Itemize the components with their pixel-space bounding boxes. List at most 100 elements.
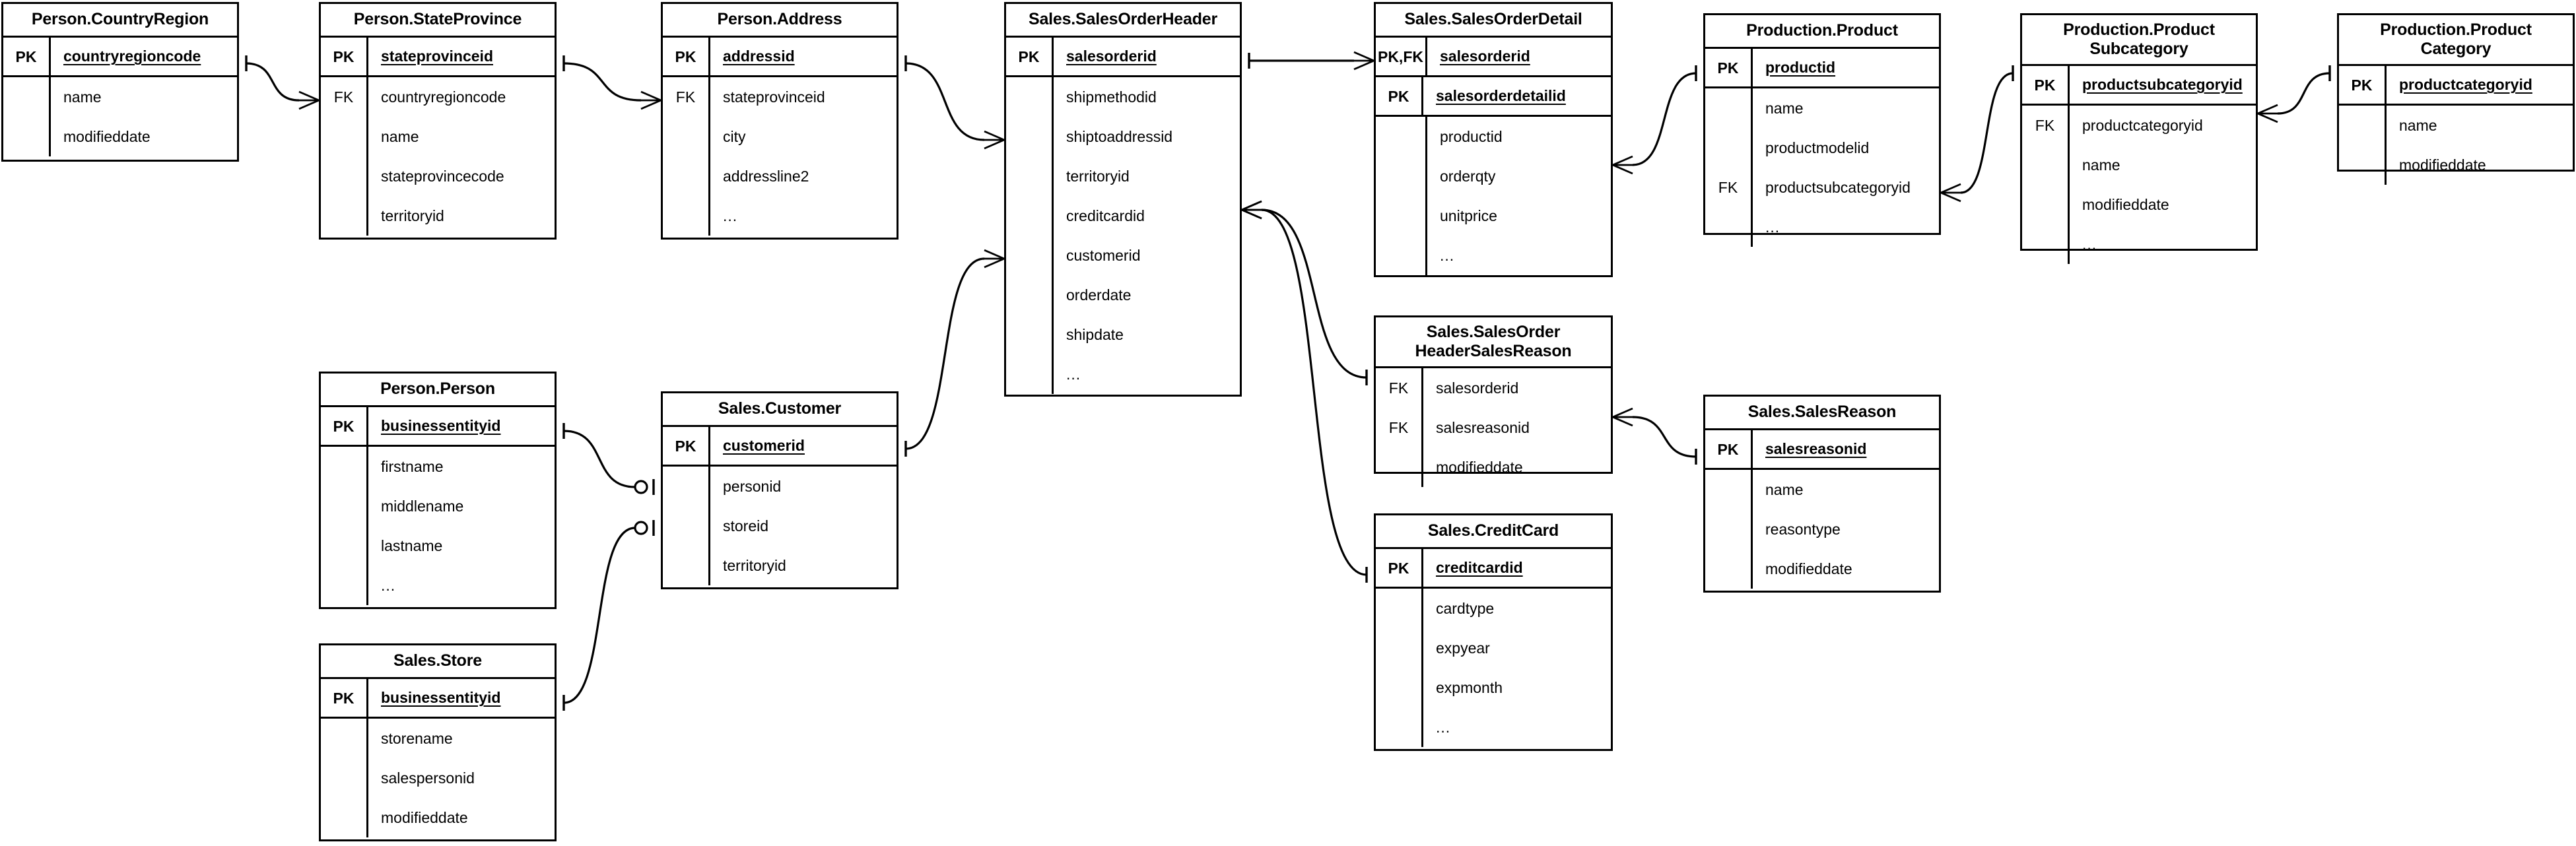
attribute-row[interactable]: shipdate — [1006, 315, 1240, 354]
attribute-row[interactable]: modifieddate — [1376, 447, 1611, 487]
column-name: businessentityid — [381, 417, 501, 434]
attribute-row[interactable]: ... — [1705, 207, 1939, 247]
attribute-row[interactable]: addressline2 — [663, 156, 897, 196]
attribute-row[interactable]: territoryid — [321, 196, 555, 236]
column-name: storename — [381, 729, 453, 747]
attribute-row[interactable]: storeid — [663, 506, 897, 546]
column-name: middlename — [381, 497, 464, 515]
attribute-row[interactable]: modifieddate — [3, 117, 237, 156]
attribute-row[interactable]: cardtype — [1376, 589, 1611, 628]
attribute-row[interactable]: expmonth — [1376, 668, 1611, 707]
attribute-row[interactable]: modifieddate — [2022, 185, 2256, 224]
attribute-row[interactable]: stateprovincecode — [321, 156, 555, 196]
attribute-row[interactable]: orderdate — [1006, 275, 1240, 315]
attribute-row[interactable]: creditcardid — [1006, 196, 1240, 236]
column-name: addressline2 — [723, 167, 809, 185]
attribute-row[interactable]: modifieddate — [1705, 549, 1939, 589]
attribute-row[interactable]: name — [3, 77, 237, 117]
key-badge — [1376, 589, 1423, 628]
attribute-row[interactable]: city — [663, 117, 897, 156]
key-badge — [1705, 470, 1753, 509]
attribute-row[interactable]: ... — [1006, 354, 1240, 394]
attribute-row[interactable]: shiptoaddressid — [1006, 117, 1240, 156]
attribute-row[interactable]: name — [321, 117, 555, 156]
entity-title-person-person: Person.Person — [321, 374, 555, 407]
attribute-row[interactable]: productmodelid — [1705, 128, 1939, 168]
attribute-row[interactable]: orderqty — [1376, 156, 1611, 196]
key-badge — [321, 156, 368, 196]
attribute-row[interactable]: ... — [1376, 236, 1611, 275]
attribute-row[interactable]: territoryid — [663, 546, 897, 585]
attribute-row[interactable]: ... — [1376, 707, 1611, 747]
column-name: salesorderid — [1440, 48, 1530, 65]
column-name: modifieddate — [1765, 560, 1852, 577]
column-name: modifieddate — [2082, 195, 2169, 213]
attribute-row[interactable]: lastname — [321, 526, 555, 566]
attribute-row[interactable]: shipmethodid — [1006, 77, 1240, 117]
attribute-row[interactable]: modifieddate — [2339, 145, 2573, 185]
attribute-row[interactable]: name — [2339, 106, 2573, 145]
attribute-row[interactable]: salespersonid — [321, 758, 555, 798]
key-badge — [1006, 156, 1054, 196]
attribute-row[interactable]: name — [1705, 470, 1939, 509]
attribute-row[interactable]: ... — [663, 196, 897, 236]
key-badge: PK — [321, 38, 368, 75]
attribute-row[interactable]: ... — [321, 566, 555, 605]
attribute-row[interactable]: reasontype — [1705, 509, 1939, 549]
key-badge — [663, 117, 710, 156]
attribute-row[interactable]: firstname — [321, 447, 555, 486]
attribute-row[interactable]: unitprice — [1376, 196, 1611, 236]
attribute-row[interactable]: modifieddate — [321, 798, 555, 837]
key-badge — [663, 156, 710, 196]
key-badge — [2022, 224, 2070, 264]
attribute-row[interactable]: customerid — [1006, 236, 1240, 275]
attribute-row[interactable]: middlename — [321, 486, 555, 526]
attribute-row[interactable]: productid — [1376, 117, 1611, 156]
attribute-row[interactable]: territoryid — [1006, 156, 1240, 196]
attribute-row[interactable]: ... — [2022, 224, 2256, 264]
attribute-row[interactable]: name — [1705, 88, 1939, 128]
attribute-row[interactable]: storename — [321, 719, 555, 758]
entity-title-line: Sales.SalesOrderHeader — [1028, 10, 1218, 28]
attribute-row[interactable]: expyear — [1376, 628, 1611, 668]
column-name: stateprovincecode — [381, 167, 504, 185]
attribute-row[interactable]: name — [2022, 145, 2256, 185]
attribute-row[interactable]: personid — [663, 467, 897, 506]
